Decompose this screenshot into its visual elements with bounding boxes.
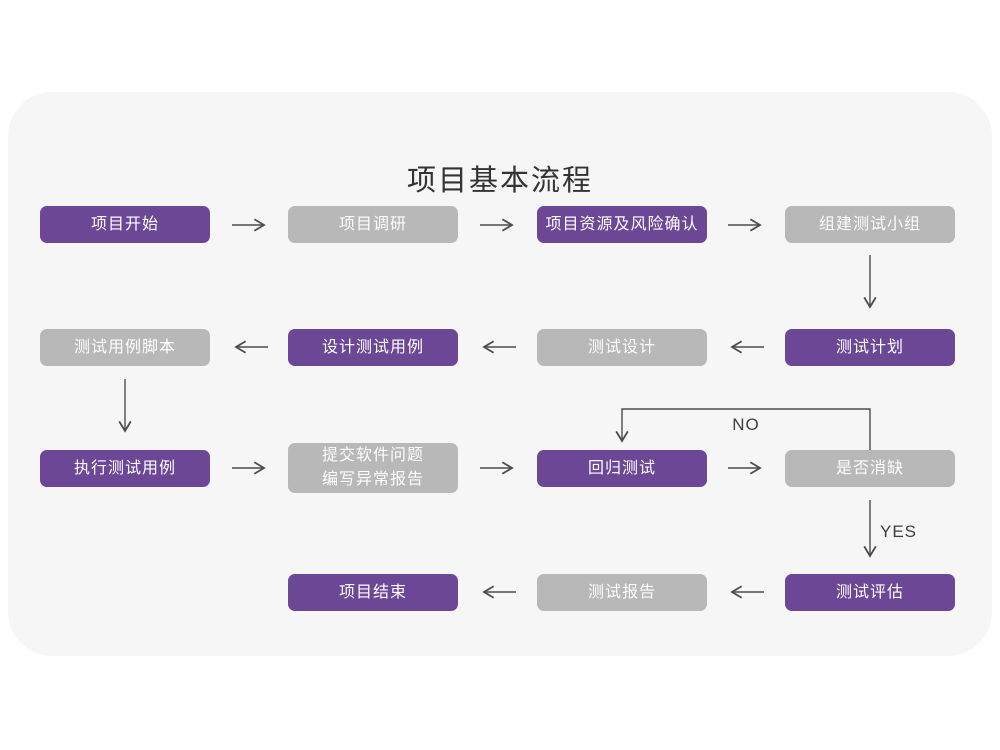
node-defect-cleared: 是否消缺 <box>785 450 955 487</box>
node-regression-test: 回归测试 <box>537 450 707 487</box>
node-label: 是否消缺 <box>835 459 904 477</box>
node-label: 回归测试 <box>587 459 656 477</box>
node-test-evaluation: 测试评估 <box>785 574 955 611</box>
page-title: 项目基本流程 <box>406 165 593 198</box>
node-test-design: 测试设计 <box>537 329 707 366</box>
branch-label-no: NO <box>732 415 760 434</box>
node-label-line1: 提交软件问题 <box>321 447 424 464</box>
node-test-plan: 测试计划 <box>785 329 955 366</box>
node-label: 项目资源及风险确认 <box>545 215 699 233</box>
node-project-start: 项目开始 <box>40 206 210 243</box>
node-label: 测试计划 <box>835 338 904 356</box>
node-project-end: 项目结束 <box>288 574 458 611</box>
node-test-report: 测试报告 <box>537 574 707 611</box>
node-label: 测试报告 <box>587 583 656 601</box>
node-label: 测试用例脚本 <box>73 338 176 356</box>
node-label: 测试设计 <box>587 338 656 356</box>
node-label: 组建测试小组 <box>818 215 921 233</box>
node-design-test-cases: 设计测试用例 <box>288 329 458 366</box>
flowchart-card <box>8 92 992 656</box>
node-submit-issue-report: 提交软件问题 编写异常报告 <box>288 443 458 493</box>
node-label: 设计测试用例 <box>321 338 424 356</box>
node-label: 项目调研 <box>338 215 407 233</box>
node-resource-risk-confirm: 项目资源及风险确认 <box>537 206 707 243</box>
branch-label-yes: YES <box>880 522 918 541</box>
node-label: 项目结束 <box>338 583 407 601</box>
node-build-test-team: 组建测试小组 <box>785 206 955 243</box>
node-execute-test-cases: 执行测试用例 <box>40 450 210 487</box>
node-label: 项目开始 <box>90 215 159 233</box>
node-project-research: 项目调研 <box>288 206 458 243</box>
node-test-case-script: 测试用例脚本 <box>40 329 210 366</box>
node-label: 执行测试用例 <box>73 459 176 477</box>
node-label-line2: 编写异常报告 <box>321 471 424 488</box>
node-label: 测试评估 <box>835 583 904 601</box>
